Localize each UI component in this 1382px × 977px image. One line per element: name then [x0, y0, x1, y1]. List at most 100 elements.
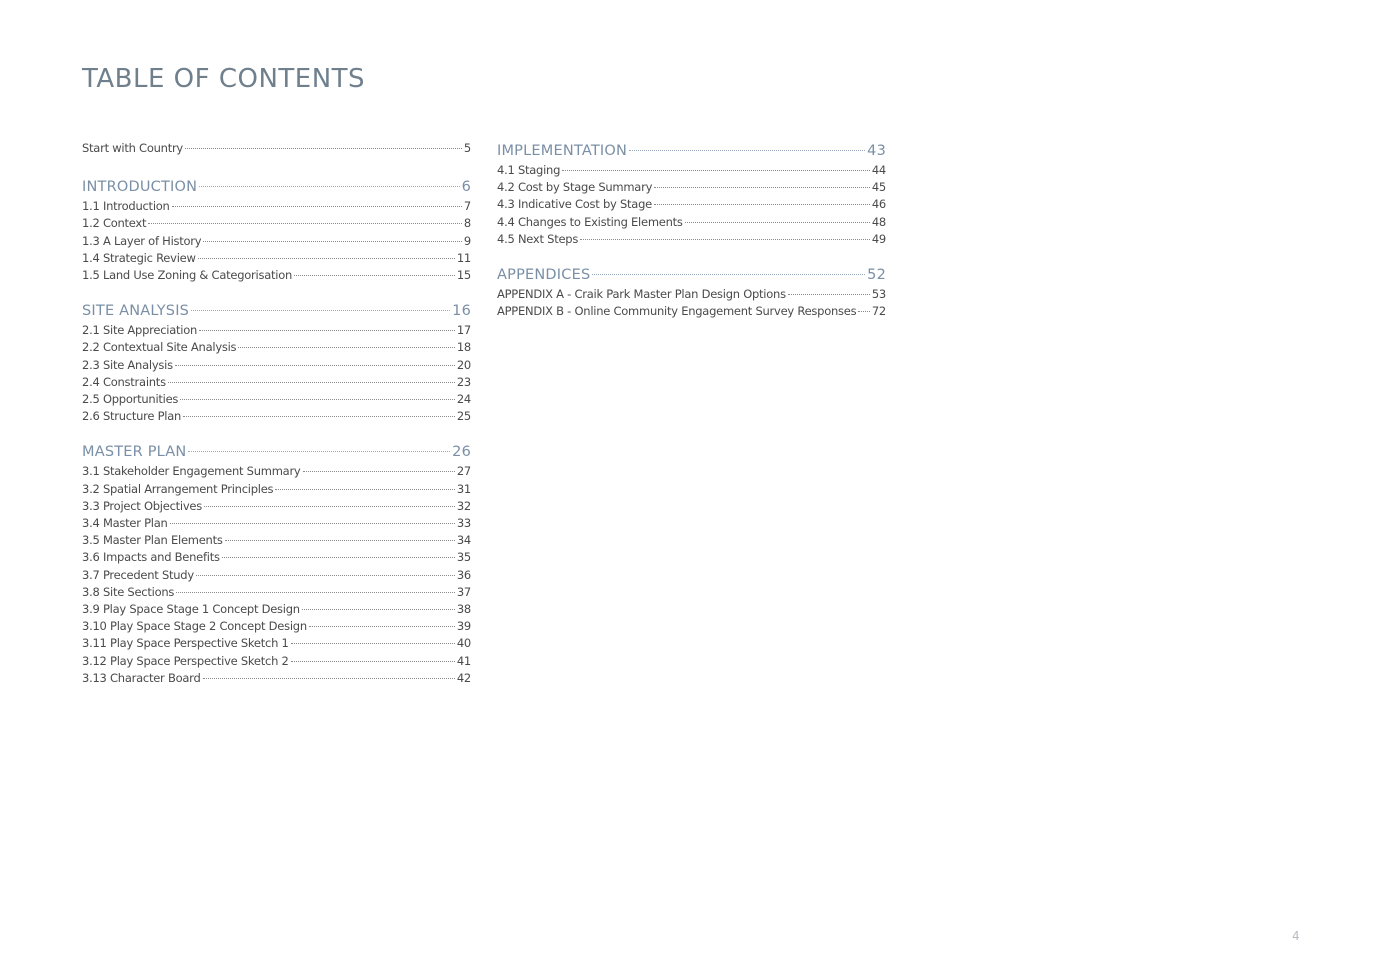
toc-entry-page: 32	[456, 498, 471, 513]
dot-leader	[858, 311, 870, 313]
toc-entry-page: 38	[456, 602, 471, 617]
dot-leader	[653, 204, 870, 206]
dot-leader	[562, 170, 870, 171]
toc-section-page: 6	[461, 179, 471, 196]
dot-leader	[180, 399, 455, 401]
toc-entry-page: 18	[456, 340, 471, 355]
toc-section-heading[interactable]: SITE ANALYSIS 16	[82, 300, 471, 322]
toc-entry-page: 42	[456, 670, 471, 685]
dot-leader	[195, 574, 455, 576]
toc-entry-label: 3.6 Impacts and Benefits	[82, 550, 220, 565]
toc-entry[interactable]: 2.1 Site Appreciation 17	[82, 322, 471, 339]
toc-entry-label: 2.5 Opportunities	[82, 392, 179, 407]
toc-entry-label: 4.1 Staging	[497, 163, 561, 177]
toc-entry-label: 3.13 Character Board	[82, 670, 201, 685]
toc-entry-page: 45	[871, 180, 886, 195]
toc-section-label: INTRODUCTION	[82, 179, 198, 196]
toc-entry[interactable]: APPENDIX B - Online Community Engagement…	[497, 303, 886, 320]
toc-entry[interactable]: 3.9 Play Space Stage 1 Concept Design 38	[82, 601, 471, 618]
toc-entry-page: 36	[456, 567, 471, 582]
toc-entry-label: 1.3 A Layer of History	[82, 233, 202, 248]
toc-entry-label: 3.12 Play Space Perspective Sketch 2	[82, 653, 289, 668]
toc-entry[interactable]: 3.7 Precedent Study 36	[82, 567, 471, 584]
dot-leader	[169, 523, 455, 525]
toc-entry-label: Start with Country	[82, 141, 183, 155]
toc-entry-label: 1.1 Introduction	[82, 199, 170, 214]
toc-entry-page: 27	[456, 464, 471, 479]
toc-entry-page: 9	[463, 233, 471, 248]
dot-leader	[167, 381, 455, 383]
toc-entry[interactable]: APPENDIX A - Craik Park Master Plan Desi…	[497, 286, 886, 303]
toc-entry-page: 17	[456, 323, 471, 338]
toc-entry-page: 5	[463, 141, 471, 155]
toc-entry-label: 3.8 Site Sections	[82, 584, 175, 599]
toc-entry-label: 3.5 Master Plan Elements	[82, 533, 223, 548]
toc-column-left: Start with Country 5 INTRODUCTION 6 1.1 In…	[82, 140, 471, 703]
toc-entry[interactable]: 3.13 Character Board 42	[82, 670, 471, 687]
dot-leader	[221, 557, 455, 559]
toc-entry[interactable]: 1.3 A Layer of History 9	[82, 233, 471, 250]
toc-entry-page: 23	[456, 374, 471, 389]
dot-leader	[148, 223, 462, 225]
dot-leader	[290, 660, 455, 662]
toc-section-label: SITE ANALYSIS	[82, 303, 190, 320]
toc-entry-label: 1.4 Strategic Review	[82, 250, 196, 265]
toc-entry-label: APPENDIX B - Online Community Engagement…	[497, 304, 857, 319]
dot-leader	[580, 238, 870, 240]
toc-section-page: 16	[452, 303, 471, 320]
dot-leader	[629, 150, 866, 151]
toc-entry-label: 3.11 Play Space Perspective Sketch 1	[82, 636, 289, 651]
dot-leader	[202, 677, 455, 679]
dot-leader	[176, 591, 455, 593]
toc-section-heading[interactable]: INTRODUCTION 6	[82, 176, 471, 198]
toc-entry-label: 3.2 Spatial Arrangement Principles	[82, 481, 274, 496]
dot-leader	[238, 347, 455, 349]
toc-entry-label: 3.7 Precedent Study	[82, 567, 194, 582]
toc-entry-start-with-country[interactable]: Start with Country 5	[82, 140, 471, 157]
dot-leader	[224, 540, 455, 542]
dot-leader	[308, 626, 455, 628]
dot-leader	[188, 451, 451, 453]
toc-entry-page: 53	[871, 287, 886, 302]
toc-entry-label: 2.1 Site Appreciation	[82, 323, 198, 338]
page-title: TABLE OF CONTENTS	[82, 64, 366, 94]
toc-entry[interactable]: 2.2 Contextual Site Analysis 18	[82, 339, 471, 356]
toc-entry-label: 3.9 Play Space Stage 1 Concept Design	[82, 602, 300, 617]
toc-entry-label: 2.2 Contextual Site Analysis	[82, 340, 237, 355]
toc-entry-label: 4.4 Changes to Existing Elements	[497, 214, 683, 229]
dot-leader	[302, 471, 455, 473]
